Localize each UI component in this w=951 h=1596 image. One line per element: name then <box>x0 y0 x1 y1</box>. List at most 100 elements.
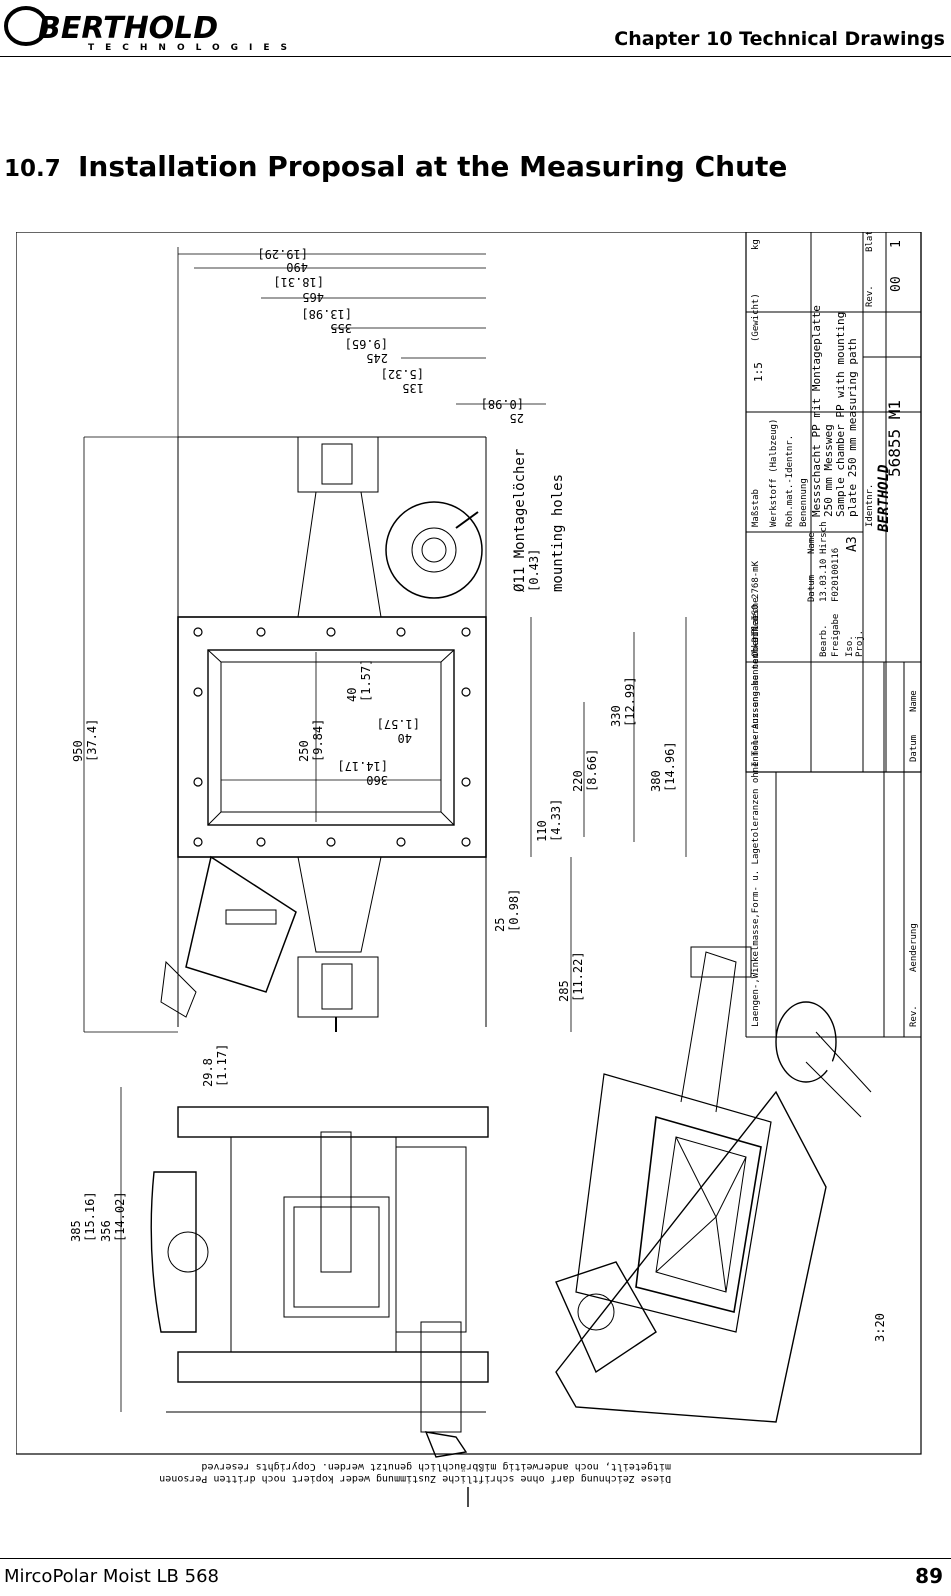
svg-text:380: 380 <box>649 770 663 792</box>
svg-text:356: 356 <box>99 1220 113 1242</box>
svg-text:[11.22]: [11.22] <box>571 951 585 1002</box>
svg-text:Roh.mat.-Identnr.: Roh.mat.-Identnr. <box>785 435 795 527</box>
side-view <box>120 1087 489 1458</box>
svg-text:[14.02]: [14.02] <box>113 1191 127 1242</box>
isometric-view <box>555 946 881 1423</box>
svg-text:Diese Zeichnung darf ohne schr: Diese Zeichnung darf ohne schriftliche Z… <box>159 1473 671 1484</box>
svg-text:Rev.: Rev. <box>865 285 875 307</box>
svg-text:Rev.: Rev. <box>909 1005 919 1027</box>
svg-text:[9.84]: [9.84] <box>311 719 325 762</box>
svg-text:plate 250 mm measuring path: plate 250 mm measuring path <box>846 338 859 517</box>
svg-text:[14.17]: [14.17] <box>337 759 388 773</box>
section-number: 10.7 <box>4 156 61 182</box>
svg-text:[0.43]: [0.43] <box>527 549 541 592</box>
svg-text:Proj.: Proj. <box>855 630 865 657</box>
svg-text:Datum: Datum <box>807 575 817 602</box>
svg-text:Maßstab: Maßstab <box>751 489 761 527</box>
dimension-labels: 950 [37.4] 250 [9.84] 40 [1.57] [1.57] 4… <box>69 449 677 1242</box>
svg-text:56855 M1: 56855 M1 <box>885 400 904 477</box>
footer-divider <box>0 1558 951 1559</box>
svg-text:[8.66]: [8.66] <box>585 749 599 792</box>
svg-text:40: 40 <box>345 688 359 702</box>
svg-text:Name: Name <box>807 532 817 554</box>
svg-text:(Gewicht): (Gewicht) <box>751 293 761 342</box>
svg-text:[15.16]: [15.16] <box>83 1191 97 1242</box>
svg-text:Innen- Aussen- kanten kanten: Innen- Aussen- kanten kanten <box>751 615 761 767</box>
svg-text:490: 490 <box>286 260 308 274</box>
svg-text:[18.31]: [18.31] <box>273 275 324 289</box>
page-number: 89 <box>915 1564 943 1588</box>
svg-text:13.03.10: 13.03.10 <box>819 559 829 602</box>
svg-text:F020100116: F020100116 <box>831 548 841 602</box>
title-block-text: Laengen-,Winkelmasse,Form- u. Lagetolera… <box>751 232 919 1027</box>
svg-text:[4.33]: [4.33] <box>549 799 563 842</box>
chapter-title: Chapter 10 Technical Drawings <box>614 28 945 50</box>
svg-text:360: 360 <box>366 773 388 787</box>
svg-text:Freigabe: Freigabe <box>831 614 841 657</box>
svg-text:mounting holes: mounting holes <box>550 474 566 592</box>
svg-text:[1.57]: [1.57] <box>377 717 420 731</box>
svg-text:00: 00 <box>889 276 904 292</box>
svg-text:[1.17]: [1.17] <box>215 1044 229 1087</box>
header-divider <box>0 56 951 57</box>
svg-text:Laengen-,Winkelmasse,Form- u.: Laengen-,Winkelmasse,Form- u. Lagetolera… <box>751 560 761 1027</box>
svg-text:Aenderung: Aenderung <box>909 923 919 972</box>
svg-text:250 mm Messweg: 250 mm Messweg <box>822 424 835 517</box>
svg-text:Hirsch: Hirsch <box>819 521 829 554</box>
svg-text:135: 135 <box>402 381 424 395</box>
technical-drawing: [19.29] 490 [18.31] 465 [13.98] 355 [9.6… <box>16 232 922 1507</box>
brand-name: BERTHOLD <box>38 11 218 46</box>
svg-text:[14.96]: [14.96] <box>663 741 677 792</box>
svg-text:25: 25 <box>510 411 524 425</box>
svg-text:[0.98]: [0.98] <box>507 889 521 932</box>
svg-text:[1.57]: [1.57] <box>359 659 373 702</box>
svg-text:110: 110 <box>535 820 549 842</box>
svg-text:[5.32]: [5.32] <box>381 367 424 381</box>
svg-text:[12.99]: [12.99] <box>623 676 637 727</box>
svg-text:Blatt: Blatt <box>865 232 875 252</box>
svg-text:385: 385 <box>69 1220 83 1242</box>
svg-text:Identnr.: Identnr. <box>865 484 875 527</box>
title-block <box>745 232 922 1038</box>
detector-upper <box>385 501 483 599</box>
detector-lower <box>160 855 297 1018</box>
dimension-lines <box>83 247 687 1033</box>
svg-text:40: 40 <box>398 731 412 745</box>
page-header: BERTHOLD TECHNOLOGIES Chapter 10 Technic… <box>0 0 951 60</box>
svg-text:A3: A3 <box>845 536 860 552</box>
svg-text:465: 465 <box>302 290 324 304</box>
svg-text:Werkstoff (Halbzeug): Werkstoff (Halbzeug) <box>769 419 779 527</box>
svg-text:mitgeteilt, noch anderweitig m: mitgeteilt, noch anderweitig mißbräuchli… <box>201 1461 671 1472</box>
svg-text:285: 285 <box>557 980 571 1002</box>
svg-text:Messschacht PP mit Montageplat: Messschacht PP mit Montageplatte <box>810 305 823 517</box>
top-dimensions: [19.29] 490 [18.31] 465 [13.98] 355 [9.6… <box>257 247 524 425</box>
svg-text:Sample chamber PP with mountin: Sample chamber PP with mounting <box>834 312 847 517</box>
svg-text:[9.65]: [9.65] <box>345 337 388 351</box>
svg-text:Oberflaeche: Oberflaeche <box>751 597 761 657</box>
section-title: Installation Proposal at the Measuring C… <box>78 150 788 183</box>
svg-text:[13.98]: [13.98] <box>301 307 352 321</box>
svg-text:1: 1 <box>889 240 904 248</box>
svg-text:BERTHOLD: BERTHOLD <box>876 465 892 533</box>
svg-text:Ø11 Montagelöcher: Ø11 Montagelöcher <box>512 449 528 592</box>
svg-text:Datum: Datum <box>909 735 919 762</box>
svg-text:220: 220 <box>571 770 585 792</box>
svg-text:330: 330 <box>609 705 623 727</box>
svg-text:Bearb.: Bearb. <box>819 624 829 657</box>
svg-text:Benennung: Benennung <box>799 478 809 527</box>
svg-text:29.8: 29.8 <box>201 1058 215 1087</box>
iso-scale: 3:20 <box>873 1313 887 1342</box>
svg-text:1:5: 1:5 <box>752 362 765 382</box>
svg-text:950: 950 <box>71 740 85 762</box>
svg-text:kg: kg <box>751 239 761 250</box>
copyright-note: Diese Zeichnung darf ohne schriftliche Z… <box>159 1461 671 1484</box>
product-name: MircoPolar Moist LB 568 <box>4 1566 219 1587</box>
brand-subtitle: TECHNOLOGIES <box>88 43 294 52</box>
svg-text:[37.4]: [37.4] <box>85 719 99 762</box>
svg-text:Iso.: Iso. <box>845 635 855 657</box>
svg-text:245: 245 <box>366 351 388 365</box>
section-heading: 10.7 Installation Proposal at the Measuri… <box>4 150 787 183</box>
svg-text:Name: Name <box>909 690 919 712</box>
svg-text:25: 25 <box>493 918 507 932</box>
berthold-logo: BERTHOLD TECHNOLOGIES <box>4 6 294 52</box>
